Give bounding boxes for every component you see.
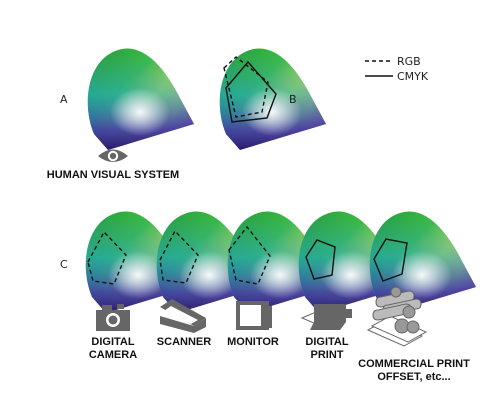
label-a: A <box>60 93 68 106</box>
caption-scanner: SCANNER <box>156 336 212 348</box>
legend: RGB CMYK <box>365 55 429 83</box>
scanner-icon <box>160 299 206 333</box>
camera-icon <box>96 304 130 331</box>
monitor-icon <box>236 301 272 330</box>
gamut-camera <box>85 211 192 313</box>
gamut-human <box>87 48 194 151</box>
gamut-commercial-print <box>369 211 476 313</box>
gamut-monitor <box>227 211 334 313</box>
cmyk-gamut-outline <box>225 60 277 123</box>
gamut-digital-print <box>298 211 405 313</box>
eye-icon <box>98 149 128 162</box>
gamut-scanner <box>156 211 263 313</box>
rgb-gamut-outline <box>223 56 269 118</box>
label-c: C <box>60 258 68 271</box>
gamut-comparison <box>219 48 326 151</box>
label-b: B <box>289 93 297 106</box>
human-visual-system-caption: HUMAN VISUAL SYSTEM <box>46 169 180 181</box>
printer-icon <box>300 304 352 330</box>
offset-press-icon <box>366 286 428 347</box>
legend-rgb: RGB <box>397 55 421 68</box>
legend-cmyk: CMYK <box>397 70 429 83</box>
caption-monitor: MONITOR <box>227 336 279 348</box>
